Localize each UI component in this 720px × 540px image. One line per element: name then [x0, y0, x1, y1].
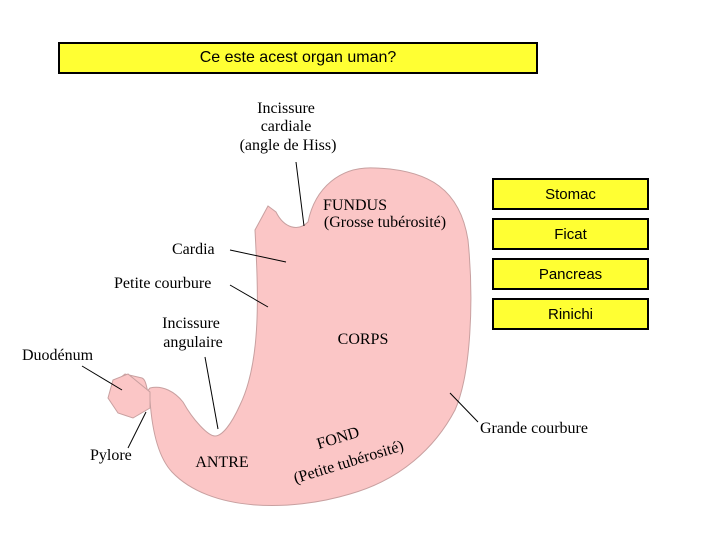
petite-courbure-label: Petite courbure [114, 275, 211, 292]
answer-button-pancreas[interactable]: Pancreas [492, 258, 649, 290]
corps-label: CORPS [338, 331, 389, 348]
incissure-cardiale-leader [295, 161, 305, 227]
petite-courbure-leader [229, 284, 269, 308]
duodenum-shape [107, 373, 151, 419]
antre-label: ANTRE [195, 454, 248, 471]
incissure-angulaire-label: Incissure angulaire [162, 315, 224, 351]
duodenum-leader [81, 365, 123, 391]
fundus-sub-label: (Grosse tubérosité) [324, 214, 446, 231]
duodenum-label: Duodénum [22, 347, 94, 364]
pylore-leader [127, 411, 147, 449]
pylore-label: Pylore [90, 447, 132, 464]
question-banner: Ce este acest organ uman? [58, 42, 538, 74]
answer-button-ficat[interactable]: Ficat [492, 218, 649, 250]
incissure-angulaire-leader [204, 356, 219, 430]
stomach-shape [115, 167, 472, 507]
cardia-leader [229, 249, 287, 263]
cardia-label: Cardia [172, 241, 215, 258]
grande-courbure-leader [449, 392, 479, 423]
answer-button-stomac[interactable]: Stomac [492, 178, 649, 210]
grande-courbure-label: Grande courbure [480, 420, 588, 437]
incissure-cardiale-label: Incissure cardiale (angle de Hiss) [240, 100, 337, 154]
answer-button-rinichi[interactable]: Rinichi [492, 298, 649, 330]
fundus-label: FUNDUS [323, 197, 387, 214]
